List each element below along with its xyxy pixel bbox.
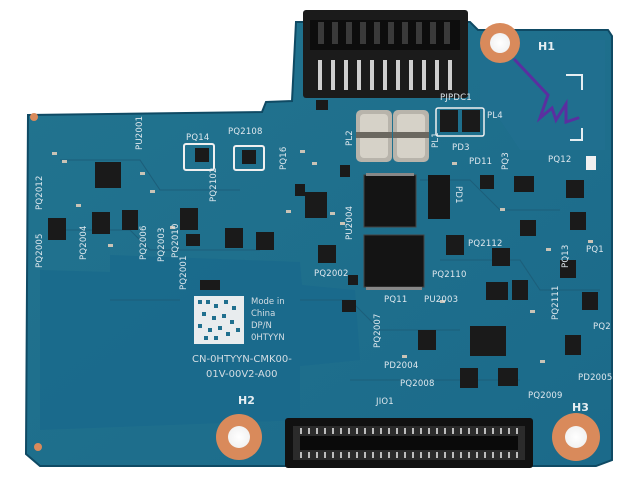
label-pq2110: PQ2110 (432, 270, 467, 280)
marking-code2: 01V-00V2-A00 (206, 369, 277, 380)
label-pq2004: PQ2004 (79, 225, 89, 260)
mosfet-chip-upper (363, 173, 417, 228)
marking-line2: China (251, 309, 275, 319)
label-pq1: PQ1 (586, 245, 604, 255)
label-pq2003: PQ2003 (157, 227, 167, 262)
marker-scribble (513, 58, 580, 125)
inductor-pl2 (356, 110, 392, 162)
label-pl4: PL4 (487, 111, 503, 121)
label-pd11: PD11 (469, 157, 492, 167)
label-pl2: PL2 (345, 130, 355, 146)
label-pq14: PQ14 (186, 133, 209, 143)
via-bottom-left (34, 443, 42, 451)
label-pq2112: PQ2112 (468, 239, 503, 249)
label-pq2009: PQ2009 (528, 391, 563, 401)
label-pq2008: PQ2008 (400, 379, 435, 389)
marking-line3: DP/N (251, 321, 272, 331)
label-pjpdc1: PJPDC1 (440, 93, 472, 103)
marking-line4: 0HTYYN (251, 333, 285, 343)
datamatrix-code (194, 296, 244, 344)
label-pd1: PD1 (453, 186, 463, 204)
label-pu2003: PU2003 (424, 295, 458, 305)
via-top-left (30, 113, 38, 121)
label-pu2004: PU2004 (345, 206, 355, 240)
label-pq2001: PQ2001 (179, 255, 189, 290)
connector-pjpdc1 (303, 10, 468, 98)
label-pq2012: PQ2012 (35, 175, 45, 210)
label-pq2005: PQ2005 (35, 233, 45, 268)
mounting-hole-h2 (216, 414, 262, 460)
label-pq16: PQ16 (279, 147, 289, 170)
label-pu2001: PU2001 (135, 116, 145, 150)
label-jio1: JIO1 (375, 397, 394, 407)
tiny-parts (52, 150, 593, 363)
white-caps (183, 107, 596, 171)
label-h1: H1 (538, 40, 555, 53)
mounting-hole-h3 (552, 413, 600, 461)
label-pq2002: PQ2002 (314, 269, 349, 279)
mounting-hole-h1 (480, 23, 520, 63)
label-pq2006: PQ2006 (139, 225, 149, 260)
label-pd2005: PD2005 (578, 373, 613, 383)
marking-line1: Mode in (251, 297, 285, 307)
label-pq2108: PQ2108 (228, 127, 263, 137)
label-pl1: PL1 (431, 132, 441, 148)
label-pd3: PD3 (452, 143, 470, 153)
label-pq11: PQ11 (384, 295, 407, 305)
label-pq2: PQ2 (593, 322, 611, 332)
label-pq13: PQ13 (561, 245, 571, 268)
label-pq12: PQ12 (548, 155, 571, 165)
label-pq3: PQ3 (501, 152, 511, 170)
inductor-pl1 (393, 110, 429, 162)
label-pq2007: PQ2007 (373, 313, 383, 348)
pd1-diode (428, 175, 450, 219)
mosfet-chip-lower (363, 234, 425, 290)
label-pq2010: PQ2010 (171, 223, 181, 258)
marking-code1: CN-0HTYYN-CMK00- (192, 354, 292, 365)
connector-jio1 (285, 418, 533, 468)
corner-mark (566, 74, 583, 90)
label-h3: H3 (572, 401, 589, 414)
label-h2: H2 (238, 394, 255, 407)
corner-mark-2 (570, 128, 583, 141)
small-components (48, 100, 598, 388)
ground-plane-upper-right (480, 40, 605, 150)
label-pq2102: PQ2102 (209, 167, 219, 202)
label-pq2111: PQ2111 (551, 285, 561, 320)
label-pd2004: PD2004 (384, 361, 419, 371)
